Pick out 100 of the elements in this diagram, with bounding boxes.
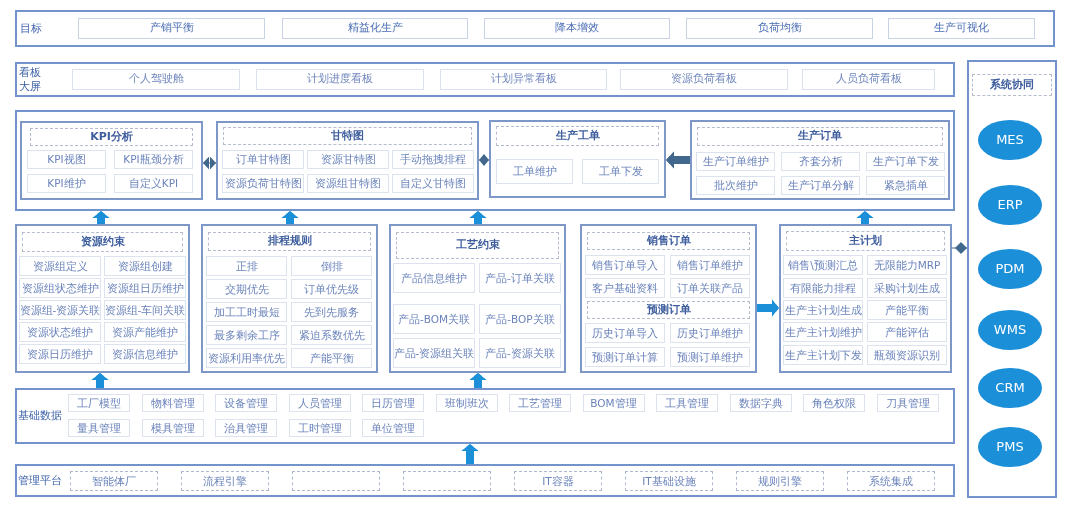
function-box: 批次维护 xyxy=(696,176,775,195)
function-box: 产品-BOP关联 xyxy=(479,304,561,334)
function-box: 产品信息维护 xyxy=(393,263,475,293)
module-panel xyxy=(20,121,203,200)
function-box: 正排 xyxy=(206,256,287,276)
platform-box: 流程引擎 xyxy=(181,471,269,491)
function-box: 生产订单分解 xyxy=(781,176,860,195)
block-arrow xyxy=(91,373,109,388)
module-heading: 甘特图 xyxy=(223,127,472,145)
block-arrow xyxy=(469,211,487,224)
function-box: 紧急插单 xyxy=(866,176,945,195)
function-box: 产品-订单关联 xyxy=(479,263,561,293)
function-box: 产能平衡 xyxy=(867,300,947,320)
function-box: 齐套分析 xyxy=(781,152,860,171)
system-ellipse: PMS xyxy=(978,427,1042,467)
block-arrow xyxy=(469,373,487,388)
module-heading: 主计划 xyxy=(786,231,945,251)
system-ellipse: ERP xyxy=(978,185,1042,225)
data-box: 模具管理 xyxy=(141,419,204,437)
function-box: 资源甘特图 xyxy=(307,150,389,169)
function-box: 订单关联产品 xyxy=(670,278,750,298)
function-box: 资源组日历维护 xyxy=(104,278,186,298)
module-heading: 预测订单 xyxy=(587,301,750,319)
function-box: 倒排 xyxy=(291,256,372,276)
module-panel xyxy=(580,224,757,373)
module-panel xyxy=(15,224,190,373)
function-box: 资源产能维护 xyxy=(104,322,186,342)
module-heading: 系统协同 xyxy=(972,74,1052,96)
function-box: 资源组定义 xyxy=(19,256,101,276)
module-heading: 销售订单 xyxy=(587,232,750,250)
function-box: 最多剩余工序 xyxy=(206,325,287,345)
function-box: 预测订单计算 xyxy=(585,347,665,367)
function-box: 无限能力MRP xyxy=(867,255,947,275)
function-box: 瓶颈资源识别 xyxy=(867,345,947,365)
function-box: 手动拖拽排程 xyxy=(392,150,474,169)
function-box: 生产主计划维护 xyxy=(783,322,863,342)
function-box: 客户基础资料 xyxy=(585,278,665,298)
function-box: 自定义KPI xyxy=(114,174,193,193)
function-box: 资源负荷甘特图 xyxy=(222,174,304,193)
layer-label: 管理平台 xyxy=(18,473,63,490)
function-box: 交期优先 xyxy=(206,279,287,299)
system-ellipse: WMS xyxy=(978,310,1042,350)
data-box: 刀具管理 xyxy=(876,394,939,412)
platform-box: 智能体厂 xyxy=(70,471,158,491)
layer-label: 基础数据 xyxy=(18,408,63,425)
function-box: KPI维护 xyxy=(27,174,106,193)
function-box: 销售\预测汇总 xyxy=(783,255,863,275)
data-box: 治具管理 xyxy=(215,419,277,437)
function-box: 订单甘特图 xyxy=(222,150,304,169)
block-arrow xyxy=(92,211,110,224)
module-heading: 资源约束 xyxy=(22,232,183,252)
module-panel xyxy=(201,224,378,373)
double-arrow xyxy=(202,156,217,170)
function-box: 自定义甘特图 xyxy=(392,174,474,193)
function-box: 生产主计划生成 xyxy=(783,300,863,320)
data-box: 量具管理 xyxy=(68,419,130,437)
data-box: 设备管理 xyxy=(215,394,277,412)
data-box: 角色权限 xyxy=(803,394,865,412)
function-box: 先到先服务 xyxy=(291,302,372,322)
module-panel xyxy=(690,120,950,200)
function-box: 工单下发 xyxy=(582,159,659,184)
function-box: 有限能力排程 xyxy=(783,278,863,298)
function-box: 资源利用率优先 xyxy=(206,348,287,368)
dashboard-box: 计划进度看板 xyxy=(256,69,424,90)
layer-label: 目标 xyxy=(20,20,43,37)
function-box: 工单维护 xyxy=(496,159,573,184)
system-ellipse: PDM xyxy=(978,249,1042,289)
module-panel xyxy=(489,120,666,198)
function-box: 资源组甘特图 xyxy=(307,174,389,193)
module-panel xyxy=(779,224,952,373)
data-box: 工艺管理 xyxy=(509,394,571,412)
data-box: 单位管理 xyxy=(362,419,424,437)
block-arrow xyxy=(757,299,779,317)
platform-box xyxy=(403,471,491,491)
layer-frame xyxy=(15,62,955,97)
diamond-connector xyxy=(951,242,968,254)
function-box: 加工工时最短 xyxy=(206,302,287,322)
function-box: KPI视图 xyxy=(27,150,106,169)
module-group-frame xyxy=(15,110,955,211)
layer-label: 看板大屏 xyxy=(19,65,42,94)
module-panel xyxy=(216,121,479,200)
goal-box: 生产可视化 xyxy=(888,18,1035,39)
system-ellipse: CRM xyxy=(978,368,1042,408)
goal-box: 产销平衡 xyxy=(78,18,265,39)
double-arrow xyxy=(478,154,490,166)
function-box: 资源组-资源关联 xyxy=(19,300,101,320)
dashboard-box: 计划异常看板 xyxy=(440,69,607,90)
data-box: 数据字典 xyxy=(729,394,792,412)
module-heading: KPI分析 xyxy=(30,128,193,146)
function-box: 产品-资源组关联 xyxy=(393,338,475,368)
layer-frame xyxy=(15,388,955,444)
function-box: 采购计划生成 xyxy=(867,278,947,298)
data-box: 人员管理 xyxy=(288,394,351,412)
data-box: BOM管理 xyxy=(582,394,645,412)
function-box: 销售订单维护 xyxy=(670,255,750,275)
module-panel xyxy=(389,224,566,373)
dashboard-box: 资源负荷看板 xyxy=(620,69,788,90)
function-box: 资源信息维护 xyxy=(104,344,186,364)
dashboard-box: 个人驾驶舱 xyxy=(72,69,240,90)
function-box: 资源日历维护 xyxy=(19,344,101,364)
